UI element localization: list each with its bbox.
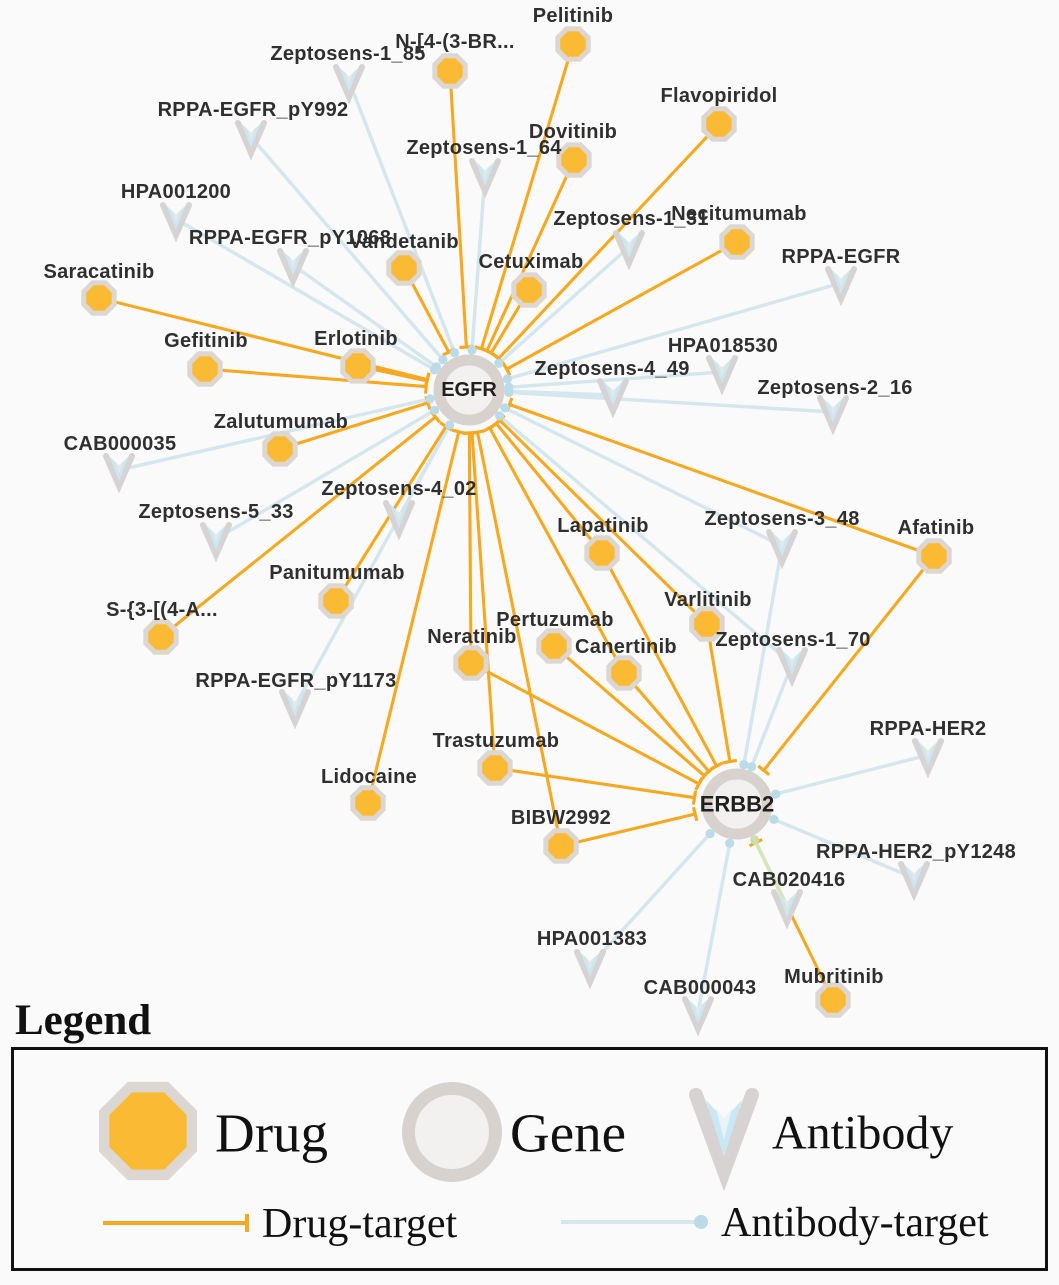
svg-text:Antibody: Antibody — [772, 1107, 953, 1160]
svg-text:HPA001383: HPA001383 — [537, 928, 647, 950]
svg-text:RPPA-EGFR: RPPA-EGFR — [782, 246, 901, 268]
svg-text:S-{3-[(4-A...: S-{3-[(4-A... — [106, 599, 218, 621]
svg-text:RPPA-EGFR_pY992: RPPA-EGFR_pY992 — [158, 99, 349, 121]
svg-text:Zeptosens-3_48: Zeptosens-3_48 — [704, 508, 859, 530]
svg-text:Zeptosens-1_70: Zeptosens-1_70 — [715, 629, 870, 651]
svg-text:CAB020416: CAB020416 — [733, 869, 846, 891]
svg-text:ERBB2: ERBB2 — [700, 792, 775, 817]
svg-text:Afatinib: Afatinib — [898, 517, 975, 539]
svg-text:RPPA-HER2: RPPA-HER2 — [870, 718, 987, 740]
svg-text:Saracatinib: Saracatinib — [43, 261, 154, 283]
svg-text:Trastuzumab: Trastuzumab — [433, 730, 560, 752]
svg-text:CAB000043: CAB000043 — [644, 977, 757, 999]
svg-text:Lidocaine: Lidocaine — [321, 766, 417, 788]
svg-text:HPA001200: HPA001200 — [121, 181, 231, 203]
svg-text:Antibody-target: Antibody-target — [721, 1200, 989, 1246]
svg-text:Gene: Gene — [510, 1103, 626, 1164]
svg-text:Zeptosens-5_33: Zeptosens-5_33 — [138, 501, 293, 523]
svg-text:Lapatinib: Lapatinib — [557, 515, 649, 537]
svg-text:Zeptosens-2_16: Zeptosens-2_16 — [757, 377, 912, 399]
svg-text:Zeptosens-1_31: Zeptosens-1_31 — [553, 208, 708, 230]
svg-text:Zalutumumab: Zalutumumab — [214, 411, 348, 433]
svg-text:Cetuximab: Cetuximab — [479, 251, 584, 273]
svg-text:Pelitinib: Pelitinib — [533, 5, 613, 27]
svg-text:Legend: Legend — [15, 997, 151, 1044]
svg-text:Neratinib: Neratinib — [427, 626, 516, 648]
svg-text:Varlitinib: Varlitinib — [664, 589, 751, 611]
svg-text:Drug: Drug — [215, 1103, 328, 1164]
svg-text:CAB000035: CAB000035 — [64, 433, 177, 455]
svg-text:Mubritinib: Mubritinib — [784, 966, 884, 988]
svg-text:RPPA-EGFR_pY1173: RPPA-EGFR_pY1173 — [195, 670, 396, 692]
svg-text:Flavopiridol: Flavopiridol — [661, 85, 778, 107]
svg-text:BIBW2992: BIBW2992 — [511, 807, 611, 829]
svg-text:Canertinib: Canertinib — [575, 636, 677, 658]
svg-text:Zeptosens-1_85: Zeptosens-1_85 — [270, 43, 425, 65]
svg-text:Drug-target: Drug-target — [262, 1201, 457, 1247]
svg-text:Panitumumab: Panitumumab — [269, 562, 405, 584]
svg-text:Erlotinib: Erlotinib — [314, 328, 398, 350]
svg-text:Zeptosens-1_64: Zeptosens-1_64 — [406, 137, 562, 159]
svg-text:Gefitinib: Gefitinib — [164, 330, 248, 352]
svg-text:RPPA-EGFR_pY1068: RPPA-EGFR_pY1068 — [189, 227, 391, 249]
svg-text:RPPA-HER2_pY1248: RPPA-HER2_pY1248 — [816, 841, 1016, 863]
svg-text:HPA018530: HPA018530 — [668, 335, 778, 357]
svg-text:Zeptosens-4_49: Zeptosens-4_49 — [534, 358, 689, 380]
svg-text:Zeptosens-4_02: Zeptosens-4_02 — [321, 478, 476, 500]
svg-text:EGFR: EGFR — [441, 379, 497, 401]
